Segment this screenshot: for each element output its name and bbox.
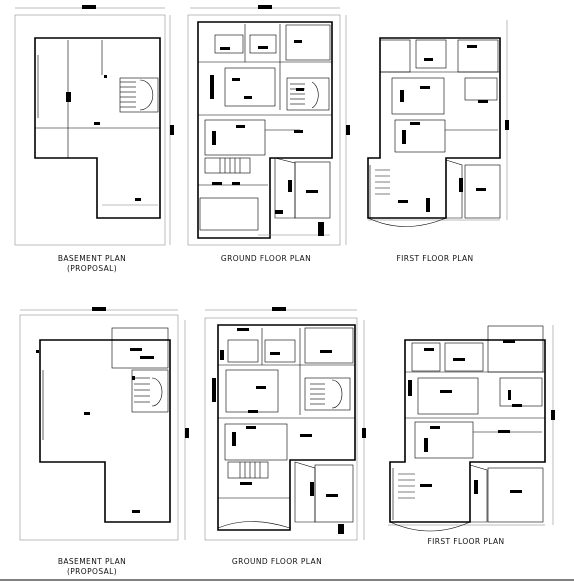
caption-basement-bottom-sub: (PROPOSAL) — [67, 567, 117, 576]
caption-ground-top: GROUND FLOOR PLAN — [221, 254, 311, 263]
stair-icon — [290, 81, 319, 109]
stair-icon — [219, 158, 241, 173]
ground-floor-plan-top — [187, 5, 350, 246]
stair-icon — [369, 165, 390, 218]
ground-floor-plan-bottom — [204, 307, 366, 541]
stair-icon — [120, 79, 154, 111]
caption-basement-top-sub: (PROPOSAL) — [67, 264, 117, 273]
caption-ground-bottom: GROUND FLOOR PLAN — [232, 557, 322, 566]
caption-basement-top: BASEMENT PLAN — [58, 254, 126, 263]
caption-basement-bottom: BASEMENT PLAN — [58, 557, 126, 566]
first-floor-plan-bottom — [388, 325, 555, 532]
stair-icon — [239, 462, 261, 478]
caption-first-bottom: FIRST FLOOR PLAN — [427, 537, 504, 546]
basement-plan-bottom — [19, 307, 189, 541]
stair-icon — [392, 468, 415, 520]
stair-icon — [134, 377, 163, 407]
stair-icon — [310, 379, 343, 409]
basement-plan-top — [14, 5, 174, 246]
caption-first-top: FIRST FLOOR PLAN — [396, 254, 473, 263]
first-floor-plan-top — [367, 20, 509, 227]
